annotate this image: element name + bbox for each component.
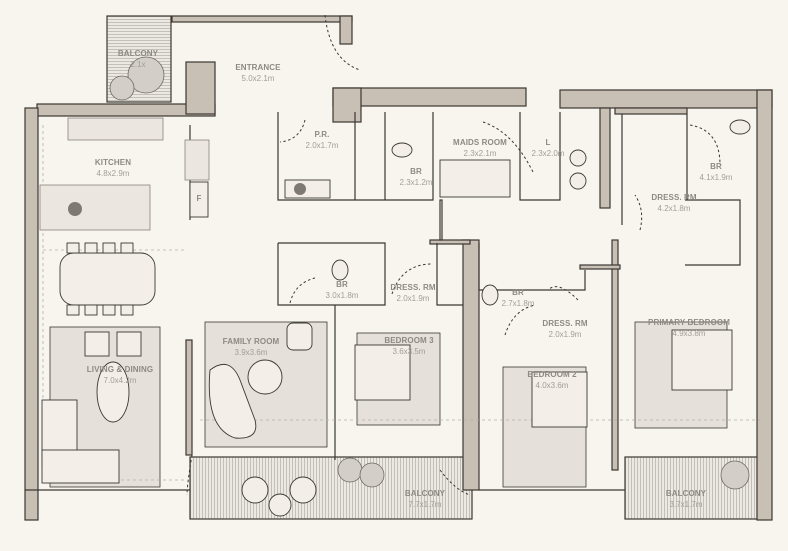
room-dims: 5.0x2.1m <box>241 74 275 83</box>
balcony-chairs <box>241 476 317 517</box>
kitchen-island <box>39 184 151 231</box>
room-label-entrance: ENTRANCE 5.0x2.1m <box>235 62 280 84</box>
bed-primary <box>671 329 733 391</box>
armchair <box>84 331 110 357</box>
room-dims: 4.8x2.9m <box>96 169 130 178</box>
bath-fixtures <box>284 119 751 306</box>
armchair <box>116 331 142 357</box>
room-name: BALCONY <box>665 489 707 498</box>
round-table <box>247 359 283 395</box>
coffee-table <box>96 361 130 423</box>
room-name: BR <box>336 280 348 289</box>
room-dims: 2.1x <box>130 60 146 69</box>
room-name: BR <box>512 288 524 297</box>
room-name: MAIDS ROOM <box>453 138 507 147</box>
room-label-balcony-main: BALCONY 7.7x1.7m <box>405 488 445 510</box>
basin <box>294 183 306 195</box>
room-name: FAMILY ROOM <box>222 337 280 346</box>
armchair <box>286 322 313 351</box>
room-name: KITCHEN <box>94 158 132 167</box>
room-dims: 4.2x1.8m <box>657 204 691 213</box>
room-label-balcony-primary: BALCONY 3.7x1.7m <box>666 488 706 510</box>
room-label-br-primary: BR 4.1x1.9m <box>700 161 733 183</box>
room-dims: 7.0x4.2m <box>103 376 137 385</box>
room-label-br-2: BR 2.7x1.8m <box>502 287 535 309</box>
room-dims: 2.3x2.0m <box>531 149 565 158</box>
room-label-laundry: L 2.3x2.0m <box>532 137 565 159</box>
room-name: PRIMARY BEDROOM <box>648 318 730 327</box>
room-label-dress-primary: DRESS. RM 4.2x1.8m <box>651 192 696 214</box>
plants <box>109 56 750 490</box>
room-dims: 4.0x3.6m <box>535 381 569 390</box>
room-name: ENTRANCE <box>235 63 281 72</box>
room-dims: 4.1x1.9m <box>699 173 733 182</box>
room-name: DRESS. RM <box>651 193 697 202</box>
room-dims: 2.7x1.8m <box>501 299 535 308</box>
room-dims: 2.0x1.7m <box>305 141 339 150</box>
bed-3 <box>354 344 411 401</box>
fridge-letter: F <box>196 194 202 203</box>
room-label-dress-2: DRESS. RM 2.0x1.9m <box>542 318 587 340</box>
room-dims: 3.7x1.7m <box>669 500 703 509</box>
room-label-bedroom-2: BEDROOM 2 4.0x3.6m <box>527 369 576 391</box>
room-name: BALCONY <box>404 489 446 498</box>
room-dims: 3.9x3.6m <box>234 348 268 357</box>
room-dims: 3.6x3.5m <box>392 347 426 356</box>
room-label-pr: P.R. 2.0x1.7m <box>306 129 339 151</box>
sink <box>68 202 82 216</box>
room-name: BALCONY <box>117 49 159 58</box>
room-name: DRESS. RM <box>390 283 436 292</box>
bed-2 <box>531 371 588 428</box>
dining-table <box>59 252 156 306</box>
sofa <box>41 449 120 484</box>
room-dims: 2.0x1.9m <box>396 294 430 303</box>
room-dims: 2.3x2.1m <box>463 149 497 158</box>
room-name: P.R. <box>314 130 330 139</box>
room-name: BEDROOM 2 <box>527 370 577 379</box>
room-name: BEDROOM 3 <box>384 336 434 345</box>
lounge-sofa <box>208 363 257 439</box>
room-dims: 2.0x1.9m <box>548 330 582 339</box>
room-name: BR <box>410 167 422 176</box>
room-label-br-maid: BR 2.3x1.2m <box>400 166 433 188</box>
room-name: BR <box>710 162 722 171</box>
room-dims: 3.0x1.8m <box>325 291 359 300</box>
dining-chairs <box>66 242 134 316</box>
room-dims: 4.9x3.8m <box>672 329 706 338</box>
room-dims: 2.3x1.2m <box>399 178 433 187</box>
room-label-br-3: BR 3.0x1.8m <box>326 279 359 301</box>
walls <box>24 15 773 521</box>
kitchen-counter <box>67 117 164 141</box>
room-label-maids-room: MAIDS ROOM 2.3x2.1m <box>453 137 507 159</box>
room-name: DRESS. RM <box>542 319 588 328</box>
room-label-dress-3: DRESS. RM 2.0x1.9m <box>390 282 435 304</box>
fridge <box>189 181 209 218</box>
room-label-bedroom-3: BEDROOM 3 3.6x3.5m <box>384 335 433 357</box>
room-dims: 7.7x1.7m <box>408 500 442 509</box>
room-name: LIVING & DINING <box>86 365 154 374</box>
kitchen-side-counter <box>184 139 210 181</box>
room-label-living-dining: LIVING & DINING 7.0x4.2m <box>87 364 153 386</box>
fridge-label: F <box>197 193 202 204</box>
room-label-balcony-top: BALCONY 2.1x <box>118 48 158 70</box>
room-label-primary-bedroom: PRIMARY BEDROOM 4.9x3.8m <box>648 317 730 339</box>
room-label-family-room: FAMILY ROOM 3.9x3.6m <box>223 336 280 358</box>
door-swings <box>186 14 721 496</box>
room-name: L <box>545 138 551 147</box>
balcony-main <box>189 456 473 520</box>
room-label-kitchen: KITCHEN 4.8x2.9m <box>95 157 131 179</box>
